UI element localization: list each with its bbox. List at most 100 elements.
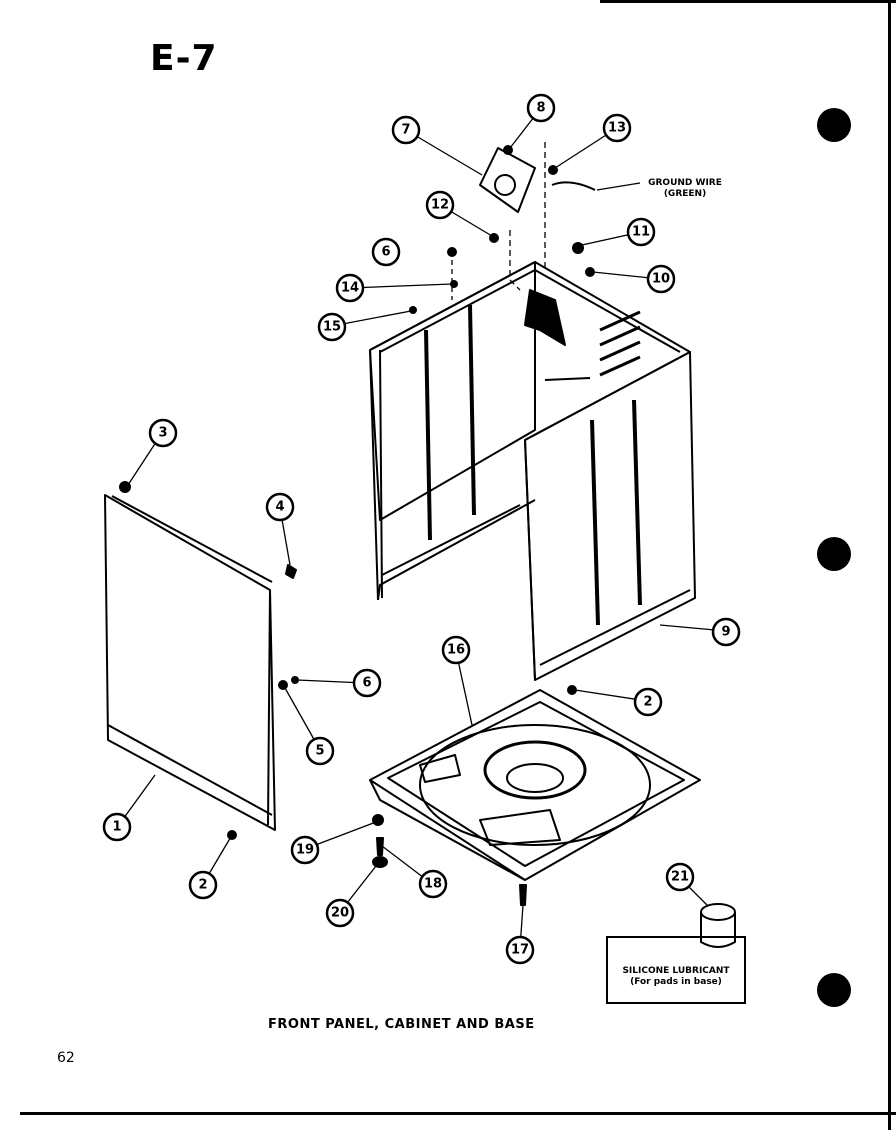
scan-edge-bottom [20, 1112, 896, 1115]
lubricant-can-top [700, 903, 736, 921]
leader-14 [349, 283, 453, 289]
silicone-lubricant-label: SILICONE LUBRICANT (For pads in base) [608, 966, 744, 988]
front-panel-top-lip [111, 495, 273, 583]
svg-text:20: 20 [331, 906, 349, 921]
svg-text:10: 10 [652, 272, 670, 287]
callout-2: 2 [633, 687, 663, 717]
ground-wire-label-line1: GROUND WIRE [648, 178, 722, 188]
lubricant-label-line2: (For pads in base) [630, 977, 722, 987]
callout-11: 11 [626, 217, 656, 247]
callout-16: 16 [441, 635, 471, 665]
binder-hole-top [817, 108, 851, 142]
svg-text:3: 3 [158, 426, 167, 441]
callout-1: 1 [102, 812, 132, 842]
binder-hole-middle [817, 537, 851, 571]
cabinet-rib-2 [468, 304, 476, 516]
svg-text:6: 6 [362, 676, 371, 691]
front-panel-side [267, 589, 271, 826]
vent-3 [599, 340, 641, 362]
svg-text:8: 8 [536, 101, 545, 116]
callout-15: 15 [317, 312, 347, 342]
ground-wire-label: GROUND WIRE (GREEN) [640, 178, 730, 200]
cabinet-top [369, 261, 691, 441]
svg-text:9: 9 [721, 625, 730, 640]
lubricant-label-line1: SILICONE LUBRICANT [622, 966, 730, 976]
hw-15 [409, 306, 417, 314]
callout-8: 8 [526, 93, 556, 123]
hw-17 [519, 884, 527, 906]
svg-text:17: 17 [511, 943, 529, 958]
svg-text:6: 6 [381, 245, 390, 260]
callout-17: 17 [505, 935, 535, 965]
page-number: 62 [57, 1050, 75, 1066]
svg-text:13: 13 [608, 121, 626, 136]
callout-6: 6 [352, 668, 382, 698]
page-title: E-7 [150, 38, 218, 79]
silicone-lubricant-box: SILICONE LUBRICANT (For pads in base) [606, 936, 746, 1004]
base-hub-inner [506, 763, 564, 793]
callout-5: 5 [305, 736, 335, 766]
callout-13: 13 [602, 113, 632, 143]
ground-wire [551, 181, 596, 191]
bracket-hole [494, 174, 516, 196]
callout-20: 20 [325, 898, 355, 928]
base-front-edge [369, 779, 526, 881]
cabinet-inner-rail [544, 377, 591, 381]
base-dish [419, 724, 651, 846]
hw-10 [585, 267, 595, 277]
cabinet-back-wall [369, 261, 536, 521]
front-panel-bottom-lip [107, 724, 273, 816]
assembly-dash-3 [509, 230, 521, 291]
leader-ground-wire [596, 182, 641, 191]
callout-3: 3 [148, 418, 178, 448]
svg-text:16: 16 [447, 643, 465, 658]
hw-2b [567, 685, 577, 695]
vent-4 [599, 355, 641, 377]
svg-text:14: 14 [341, 281, 359, 296]
hw-clip-3 [119, 481, 131, 493]
hw-6b [447, 247, 457, 257]
cabinet-side-rib-2 [632, 399, 642, 606]
svg-text:19: 19 [296, 843, 314, 858]
svg-text:12: 12 [431, 198, 449, 213]
svg-text:4: 4 [275, 500, 284, 515]
svg-text:2: 2 [198, 878, 207, 893]
hw-19 [372, 814, 384, 826]
callout-7: 7 [391, 115, 421, 145]
callout-19: 19 [290, 835, 320, 865]
callout-2: 2 [188, 870, 218, 900]
callout-21: 21 [665, 862, 695, 892]
vent-1 [599, 310, 641, 332]
svg-text:2: 2 [643, 695, 652, 710]
hw-clip-4 [285, 564, 297, 579]
hw-5 [278, 680, 288, 690]
cabinet-left-flange [379, 349, 383, 599]
svg-text:7: 7 [401, 123, 410, 138]
hw-18 [376, 837, 384, 856]
front-panel-outline [104, 494, 276, 831]
hw-20 [372, 856, 388, 868]
base-bracket-left [419, 754, 461, 783]
cabinet-side-rib-1 [590, 419, 600, 626]
vent-2 [599, 325, 641, 347]
binder-hole-bottom [817, 973, 851, 1007]
figure-caption: FRONT PANEL, CABINET AND BASE [268, 1017, 535, 1032]
svg-text:11: 11 [632, 225, 650, 240]
svg-text:15: 15 [323, 320, 341, 335]
leader-7 [405, 129, 483, 176]
base-outline [369, 689, 701, 881]
hw-11 [572, 242, 584, 254]
cabinet-back-left-edge [369, 349, 379, 601]
lubricant-can-body [700, 912, 736, 948]
cabinet-side-bottom-lip [539, 589, 691, 666]
base-hub-outer [483, 740, 587, 800]
cabinet-back-crossbar [381, 504, 521, 576]
svg-text:5: 5 [315, 744, 324, 759]
cabinet-inner-bracket [524, 289, 566, 346]
cabinet-rib-1 [424, 329, 432, 541]
scan-edge-top [600, 0, 896, 3]
svg-text:1: 1 [112, 820, 121, 835]
svg-text:18: 18 [424, 877, 442, 892]
callout-12: 12 [425, 190, 455, 220]
